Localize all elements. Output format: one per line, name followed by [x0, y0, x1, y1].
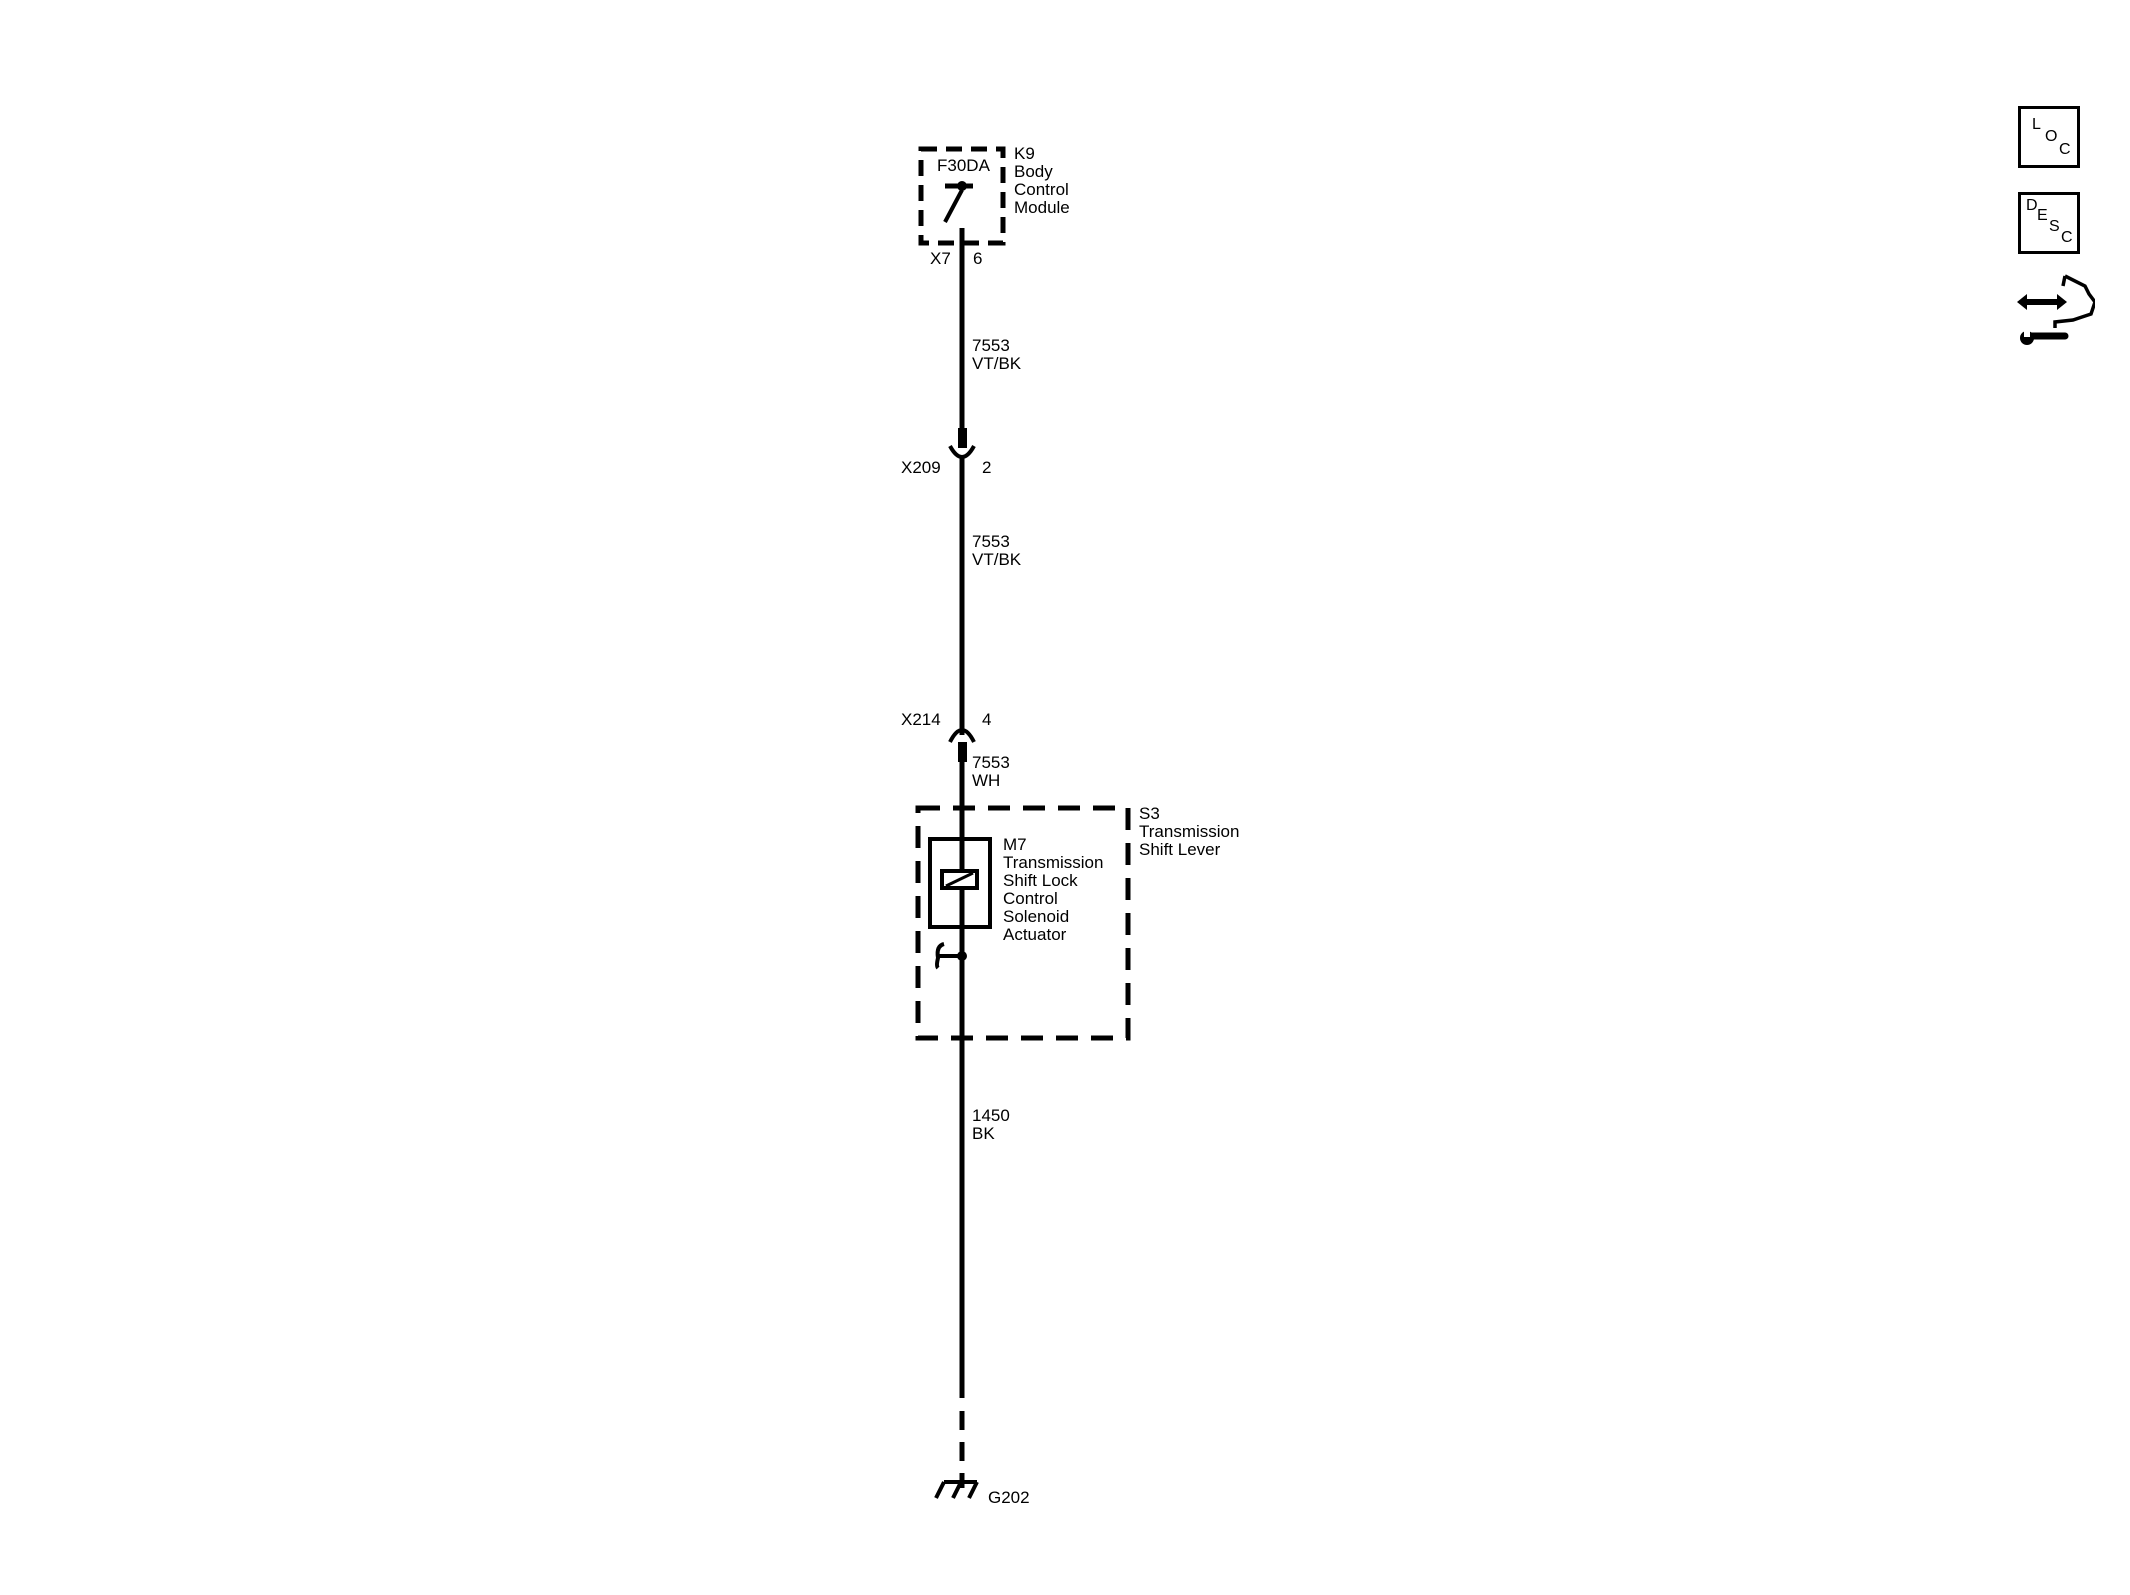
m7-name-line-2: Shift Lock	[1003, 871, 1078, 890]
x214-terminal	[958, 742, 967, 762]
switch-pivot	[957, 181, 967, 191]
desc-letter-e: E	[2037, 207, 2048, 224]
wire-color-code: VT/BK	[972, 354, 1022, 373]
wire-circuit-number: 1450	[972, 1106, 1010, 1125]
x214-pin: 4	[982, 710, 992, 729]
k9-name-line-1: Body	[1014, 162, 1053, 181]
wire-color-code: WH	[972, 771, 1001, 790]
ground-icon	[934, 1480, 979, 1499]
k9-connector-pin: 6	[973, 249, 983, 268]
loc-letter-c: C	[2059, 141, 2071, 158]
x209-connector-icon	[948, 444, 976, 459]
solenoid-mechanical-link	[928, 875, 932, 883]
wire-color-code: VT/BK	[972, 550, 1022, 569]
loc-letter-o: O	[2045, 128, 2058, 145]
m7-name-line-4: Solenoid	[1003, 907, 1070, 926]
m7-name-line-5: Actuator	[1003, 925, 1067, 944]
k9-connector-id[interactable]: X7	[930, 249, 951, 268]
switch-arm-icon	[943, 189, 964, 223]
k9-module-boundary	[918, 146, 1006, 246]
s3-name-line-1: Transmission	[1139, 822, 1240, 841]
k9-name-line-3: Module	[1014, 198, 1070, 217]
solenoid-coil-diagonal	[945, 871, 974, 888]
wire-circuit-number: 7553	[972, 336, 1010, 355]
desc-letter-c: C	[2061, 229, 2073, 246]
wire-color-code: BK	[972, 1124, 995, 1143]
s3-assembly-id[interactable]: S3	[1139, 804, 1160, 823]
desc-letter-d: D	[2026, 197, 2038, 214]
m7-component-id[interactable]: M7	[1003, 835, 1027, 854]
m7-name-line-1: Transmission	[1003, 853, 1104, 872]
m7-name-line-3: Control	[1003, 889, 1058, 908]
s3-assembly-boundary	[915, 805, 1131, 1041]
x214-connector-id[interactable]: X214	[901, 710, 941, 729]
x214-connector-icon	[948, 728, 976, 743]
wire-circuit-number: 7553	[972, 532, 1010, 551]
x209-connector-id[interactable]: X209	[901, 458, 941, 477]
s3-name-line-2: Shift Lever	[1139, 840, 1221, 859]
desc-letter-s: S	[2049, 218, 2060, 235]
splice-dot	[957, 951, 967, 961]
location-button[interactable]: L O C	[2018, 106, 2080, 168]
loc-letter-l: L	[2032, 116, 2041, 133]
description-button[interactable]: D E S C	[2018, 192, 2080, 254]
connector-service-icon[interactable]	[2015, 272, 2095, 354]
k9-module-id[interactable]: K9	[1014, 144, 1035, 163]
x209-terminal	[958, 428, 967, 448]
wire-circuit-number: 7553	[972, 753, 1010, 772]
k9-name-line-2: Control	[1014, 180, 1069, 199]
ground-id[interactable]: G202	[988, 1488, 1030, 1507]
x209-pin: 2	[982, 458, 992, 477]
k9-internal-label: F30DA	[937, 156, 990, 175]
